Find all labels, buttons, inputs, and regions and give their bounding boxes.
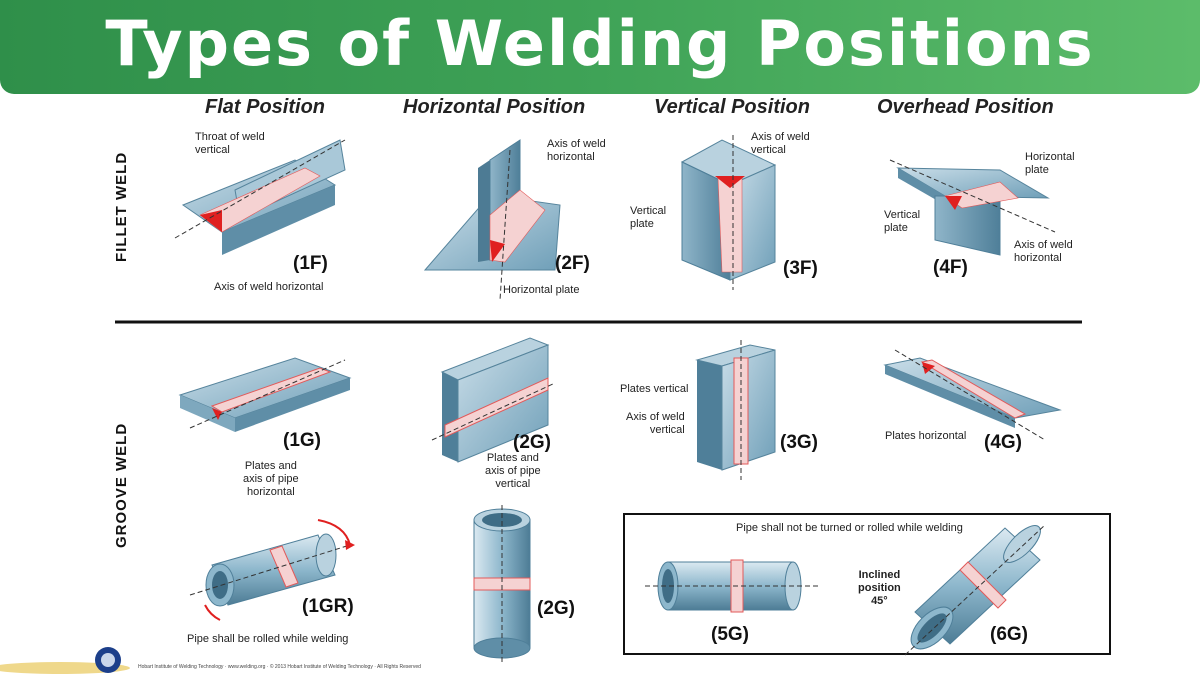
- fillet-flat-figure: [174, 139, 346, 255]
- fillet-vertical-figure: [680, 135, 777, 290]
- column-header-horizontal: Horizontal Position: [403, 96, 586, 118]
- note-plates-axis-horizontal: Plates and axis of pipe horizontal: [243, 460, 299, 498]
- note-inclined-45: Inclined position 45°: [858, 569, 901, 607]
- footer-credit: Hobart Institute of Welding Technology ·…: [138, 664, 421, 670]
- institute-logo: [0, 647, 130, 674]
- pipe-rolled-figure: [189, 519, 355, 621]
- note-axis-horizontal-1f: Axis of weld horizontal: [214, 281, 324, 293]
- code-2f: (2F): [555, 253, 590, 274]
- column-header-flat: Flat Position: [205, 96, 325, 118]
- groove-overhead-figure: [883, 349, 1062, 441]
- note-horizontal-plate: Horizontal plate: [503, 284, 580, 296]
- column-header-vertical: Vertical Position: [654, 96, 810, 118]
- column-header-overhead: Overhead Position: [877, 96, 1054, 118]
- code-3f: (3F): [783, 258, 818, 279]
- code-6g: (6G): [990, 624, 1028, 645]
- note-horizontal-plate-4f: Horizontal plate: [1025, 151, 1075, 176]
- note-pipe-not-turned: Pipe shall not be turned or rolled while…: [736, 522, 963, 534]
- note-throat-of-weld: Throat of weld vertical: [195, 131, 265, 156]
- groove-vertical-figure: [695, 340, 776, 480]
- note-vertical-plate-3f: Vertical plate: [630, 205, 667, 230]
- note-axis-horizontal-2f: Axis of weld horizontal: [547, 138, 606, 163]
- code-4g: (4G): [984, 432, 1022, 453]
- note-plates-horizontal: Plates horizontal: [885, 430, 967, 442]
- groove-flat-figure: [178, 357, 352, 432]
- note-axis-vertical-3g: Axis of weld vertical: [626, 411, 685, 436]
- code-5g: (5G): [711, 624, 749, 645]
- code-2g-plate: (2G): [513, 432, 551, 453]
- title-banner: [0, 0, 1200, 94]
- pipe-vertical-figure: [473, 505, 531, 665]
- note-plates-axis-vertical: Plates and axis of pipe vertical: [485, 452, 541, 490]
- code-4f: (4F): [933, 257, 968, 278]
- groove-horizontal-figure: [431, 337, 556, 463]
- page-title: Types of Welding Positions: [105, 7, 1095, 80]
- fixed-pipe-box: [623, 513, 1111, 655]
- note-vertical-plate-4f: Vertical plate: [884, 209, 921, 234]
- code-3g: (3G): [780, 432, 818, 453]
- fillet-horizontal-figure: [423, 139, 561, 301]
- code-1gr: (1GR): [302, 596, 354, 617]
- note-pipe-rolled: Pipe shall be rolled while welding: [187, 633, 349, 645]
- pipe-inclined-figure: [904, 524, 1046, 656]
- code-1g: (1G): [283, 430, 321, 451]
- note-axis-horizontal-4f: Axis of weld horizontal: [1014, 239, 1073, 264]
- note-axis-vertical-3f: Axis of weld vertical: [751, 131, 810, 156]
- fillet-overhead-figure: [889, 159, 1056, 256]
- code-1f: (1F): [293, 253, 328, 274]
- code-2g-pipe: (2G): [537, 598, 575, 619]
- note-plates-vertical: Plates vertical: [620, 383, 689, 395]
- pipe-fixed-horizontal-figure: [645, 559, 820, 613]
